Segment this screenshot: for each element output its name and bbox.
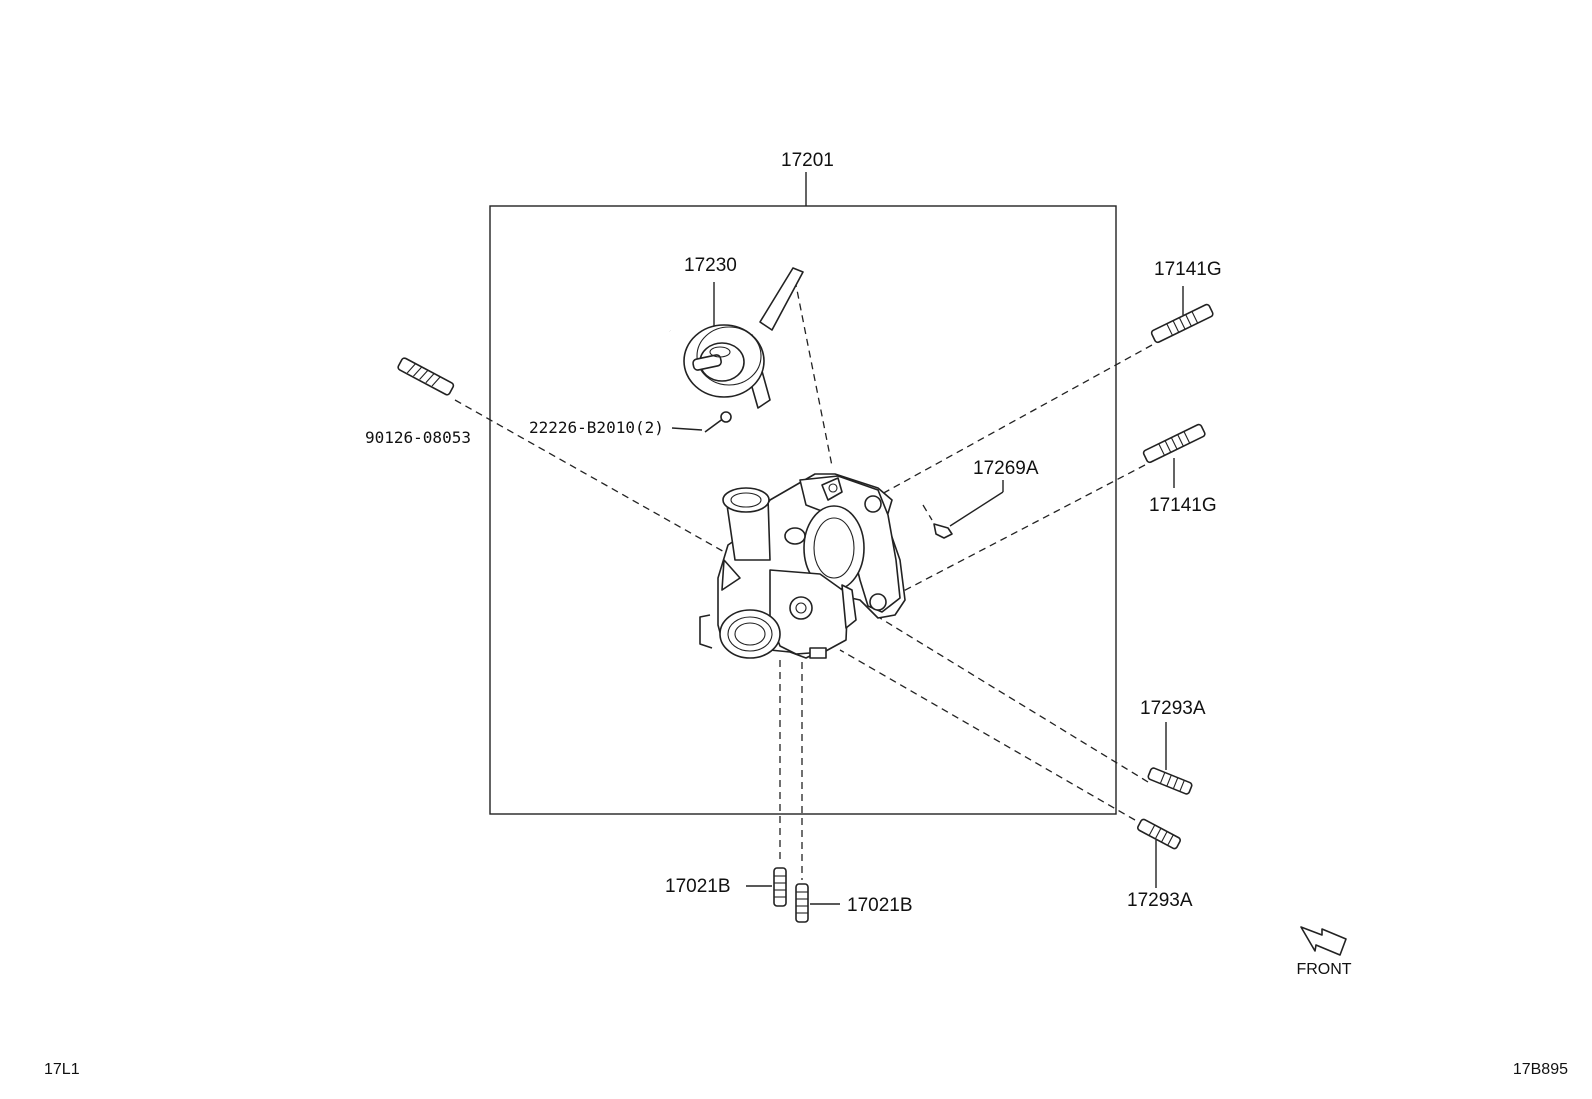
housing-assembly xyxy=(699,473,906,659)
front-arrow-icon xyxy=(1300,926,1347,956)
label-17293A-bottom: 17293A xyxy=(1127,890,1193,911)
label-17230: 17230 xyxy=(684,255,737,276)
assembly-dash-lines xyxy=(454,279,1153,880)
label-17269A: 17269A xyxy=(973,458,1039,479)
actuator-17230 xyxy=(669,267,804,409)
corner-code-left: 17L1 xyxy=(44,1061,80,1078)
stud-17021B-left xyxy=(746,867,787,907)
stud-17021B-right xyxy=(795,883,840,923)
label-17141G-bottom: 17141G xyxy=(1149,495,1217,516)
label-front: FRONT xyxy=(1296,961,1351,978)
stud-17293A-bottom xyxy=(1137,818,1181,888)
label-17021B-left: 17021B xyxy=(665,876,731,897)
stud-90126 xyxy=(397,357,455,396)
label-17021B-right: 17021B xyxy=(847,895,913,916)
screw-22226 xyxy=(671,411,732,433)
stud-17293A-top xyxy=(1147,722,1193,795)
label-17141G-top: 17141G xyxy=(1154,259,1222,280)
label-22226: 22226-B2010(2) xyxy=(529,418,664,437)
stud-17141G-top xyxy=(1150,286,1214,344)
stud-17141G-bottom xyxy=(1142,423,1206,488)
label-17293A-top: 17293A xyxy=(1140,698,1206,719)
corner-code-right: 17B895 xyxy=(1513,1061,1568,1078)
label-17201: 17201 xyxy=(781,150,834,171)
assembly-frame xyxy=(489,205,1117,815)
label-90126: 90126-08053 xyxy=(365,428,471,447)
clip-17269A xyxy=(933,480,1004,539)
